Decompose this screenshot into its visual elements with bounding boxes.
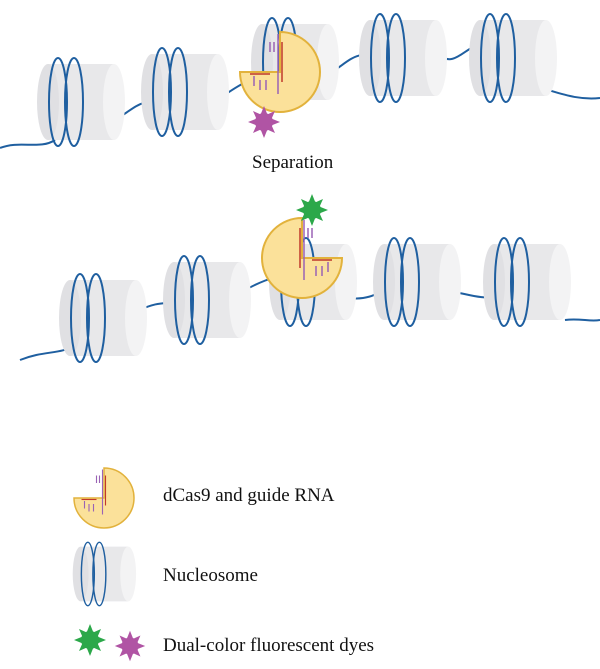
legend-nucleosome-icon bbox=[72, 541, 137, 607]
dna-strand-top bbox=[0, 43, 600, 149]
nucleosome-2 bbox=[140, 47, 230, 137]
legend-dcas9-label: dCas9 and guide RNA bbox=[163, 485, 335, 506]
nucleosome-5 bbox=[468, 13, 558, 103]
nucleosome-4 bbox=[358, 13, 448, 103]
nucleosome-9 bbox=[372, 237, 462, 327]
legend-nucleosome-label: Nucleosome bbox=[163, 565, 258, 586]
legend-dyes-label: Dual-color fluorescent dyes bbox=[163, 635, 375, 656]
legend-magenta-dye-icon bbox=[114, 630, 146, 662]
nucleosome-6 bbox=[58, 273, 148, 363]
nucleosome-1 bbox=[36, 57, 126, 147]
separation-label: Separation bbox=[252, 152, 334, 173]
legend-dcas9-icon bbox=[73, 465, 135, 529]
nucleosome-7 bbox=[162, 255, 252, 345]
legend-green-dye-icon bbox=[74, 624, 106, 656]
nucleosome-10 bbox=[482, 237, 572, 327]
